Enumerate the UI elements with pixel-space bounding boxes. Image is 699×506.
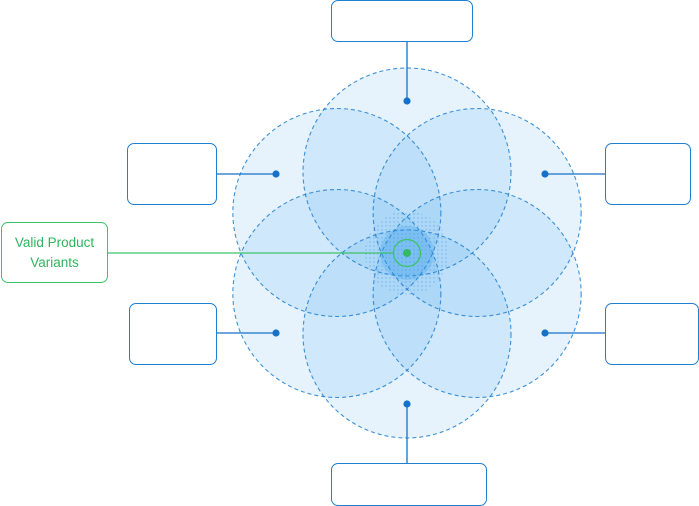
petal-box-upper-right: [605, 143, 691, 205]
center-label-box: Valid Product Variants: [1, 222, 108, 283]
petal-outline-lower-left: [232, 188, 442, 399]
connector-lines: [217, 42, 605, 463]
petal-outline-upper-left: [232, 107, 442, 318]
petal-box-lower-left: [129, 303, 217, 365]
petal-box-top: [331, 0, 473, 42]
petal-outline-upper-right: [372, 107, 582, 318]
connector-dot-upper-left: [272, 170, 280, 178]
connector-dot-bottom: [403, 400, 411, 408]
connector-dot-lower-right: [541, 329, 549, 337]
petal-box-lower-right: [605, 303, 699, 365]
petal-circle-top: [303, 68, 511, 276]
connector-dot-lower-left: [272, 329, 280, 337]
connector-dot-top: [403, 97, 411, 105]
center-connector: [108, 238, 422, 268]
center-ring-marker: [392, 238, 422, 268]
connector-dot-upper-right: [541, 170, 549, 178]
petal-box-bottom: [331, 463, 487, 506]
petal-outline-lower-right: [372, 188, 582, 399]
petal-box-upper-left: [127, 143, 217, 205]
center-label: Valid Product Variants: [14, 234, 95, 270]
center-dot-marker: [403, 249, 411, 257]
petal-circle-bottom: [303, 230, 511, 438]
